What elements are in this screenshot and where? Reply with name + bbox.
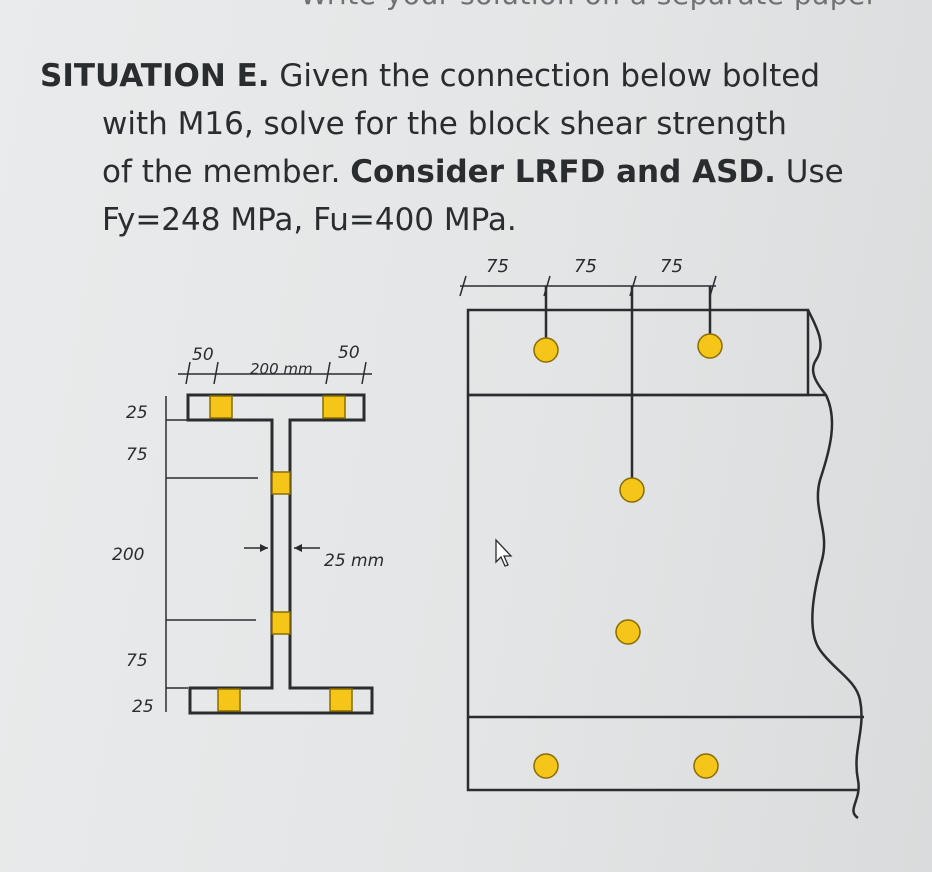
dim-tick xyxy=(325,361,331,385)
section-dimension-lines xyxy=(165,361,372,712)
bolt-square xyxy=(271,611,291,635)
bolt-circle xyxy=(697,333,723,359)
dim-label-flange-left: 50 xyxy=(192,345,214,365)
problem-line-4: Fy=248 MPa, Fu=400 MPa. xyxy=(102,202,517,238)
plan-dimension-labels: 75 75 75 xyxy=(486,256,683,277)
problem-line-2: with M16, solve for the block shear stre… xyxy=(102,106,787,142)
dim-label-bottom-25: 25 xyxy=(132,697,154,717)
dim-label-top-75: 75 xyxy=(126,445,148,465)
plan-dim-label-3: 75 xyxy=(660,256,683,277)
dim-tick xyxy=(543,275,551,297)
plan-break-line xyxy=(806,309,863,820)
dim-label-top-25: 25 xyxy=(126,403,148,423)
plan-view xyxy=(459,275,864,820)
problem-statement: SITUATION E. Given the connection below … xyxy=(40,52,900,244)
problem-line-3-post: Use xyxy=(775,154,844,190)
dim-tick xyxy=(709,275,717,297)
plan-dim-label-2: 75 xyxy=(574,256,597,277)
problem-line-1-text: Given the connection below bolted xyxy=(269,58,821,94)
plan-outline xyxy=(466,308,810,397)
dim-tick xyxy=(185,361,191,385)
situation-label: SITUATION E. xyxy=(40,58,270,94)
dim-label-flange-right: 50 xyxy=(338,343,360,363)
bolt-circle xyxy=(533,337,559,363)
problem-line-1: SITUATION E. Given the connection below … xyxy=(40,52,900,100)
bolt-circle xyxy=(693,753,719,779)
problem-line-3-bold: Consider LRFD and ASD. xyxy=(350,154,776,190)
dim-tick xyxy=(629,275,637,297)
cross-section-bolts xyxy=(209,395,353,712)
plan-web-body xyxy=(466,395,858,792)
dim-tick xyxy=(361,361,367,385)
plan-dim-label-1: 75 xyxy=(486,256,509,277)
dim-label-bottom-75: 75 xyxy=(126,651,148,671)
problem-line-3-pre: of the member. xyxy=(102,154,351,190)
arrow-icon xyxy=(260,544,268,552)
dim-label-middle-200: 200 xyxy=(112,545,144,565)
problem-line-3: of the member. Consider LRFD and ASD. Us… xyxy=(40,148,900,196)
dim-tick xyxy=(213,361,219,385)
bolt-square xyxy=(322,395,346,419)
bolt-circle xyxy=(619,477,645,503)
bolt-square xyxy=(209,395,233,419)
dim-tick xyxy=(459,275,467,297)
bolt-circle xyxy=(615,619,641,645)
bolt-circle xyxy=(533,753,559,779)
bolt-square xyxy=(217,688,241,712)
dim-label-flange-mid: 200 mm xyxy=(250,360,313,378)
cross-section xyxy=(186,393,374,715)
plan-bolts xyxy=(533,333,723,779)
cursor-arrow-icon xyxy=(495,538,513,567)
section-dimension-labels: 50 200 mm 50 25 75 200 75 25 25 mm xyxy=(112,343,384,717)
cross-section-outline xyxy=(186,393,374,715)
arrow-icon xyxy=(294,544,302,552)
section-dimension-arrows xyxy=(260,544,302,552)
dim-label-web-thickness: 25 mm xyxy=(324,551,384,571)
cut-off-header-text: Write your solution on a separate paper xyxy=(300,0,878,11)
bolt-square xyxy=(271,471,291,495)
bolt-square xyxy=(329,688,353,712)
